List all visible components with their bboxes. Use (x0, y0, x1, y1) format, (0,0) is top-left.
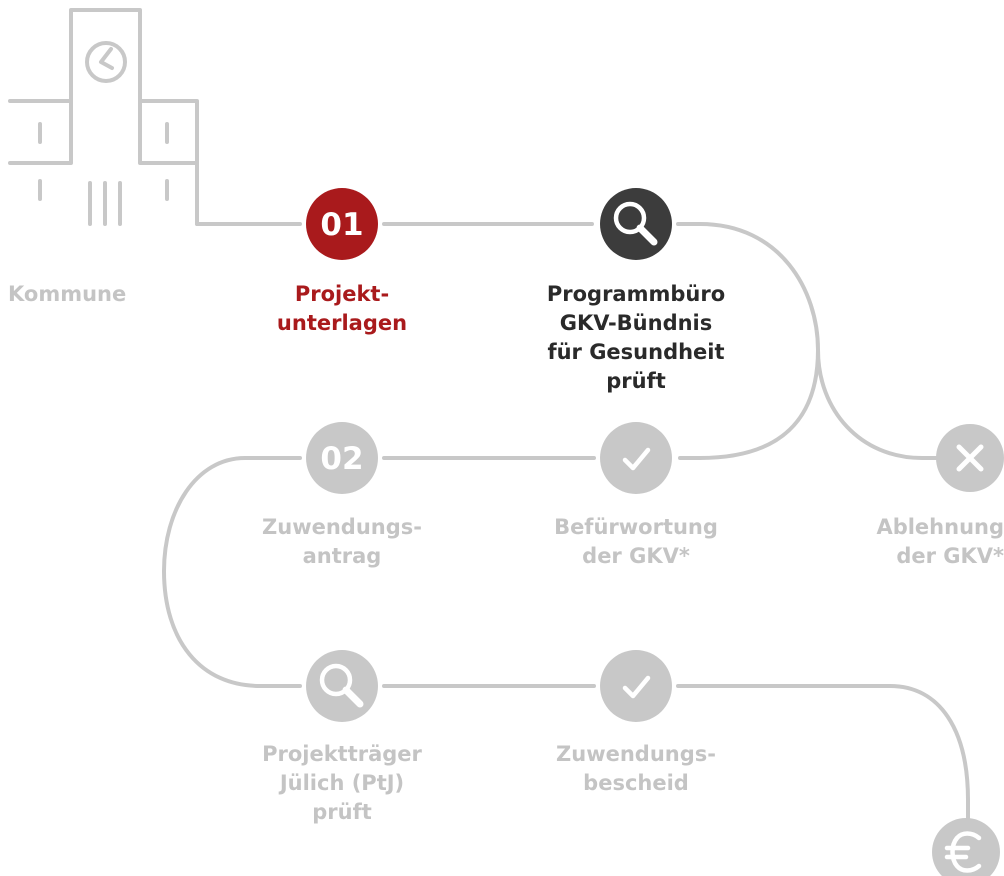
grant-node (600, 650, 672, 722)
connector-step2-ptj (162, 456, 302, 688)
review-gkv-node (600, 188, 672, 260)
magnifier-icon (319, 663, 364, 708)
review-ptj-node (306, 650, 378, 722)
connector-branch-rejection (816, 348, 938, 460)
town-hall-clock-icon (8, 8, 199, 226)
step-02-node: 02 (306, 422, 378, 494)
magnifier-icon (613, 201, 658, 246)
euro-icon (944, 831, 982, 873)
label-step-01: Projekt- unterlagen (276, 282, 408, 335)
flow-connectors (162, 222, 970, 820)
label-approval-gkv: Befürwortung der GKV* (554, 515, 718, 568)
step-02-number: 02 (320, 441, 363, 477)
connector-grant-funding (676, 684, 970, 820)
label-grant: Zuwendungs- bescheid (556, 742, 716, 795)
step-01-node: 01 (306, 188, 378, 260)
rejection-gkv-node (936, 424, 1004, 492)
label-step-02: Zuwendungs- antrag (262, 515, 422, 568)
close-icon (956, 444, 984, 472)
approval-gkv-node (600, 422, 672, 494)
label-rejection-gkv: Ablehnung der GKV* (876, 515, 1004, 568)
label-review-ptj: Projektträger Jülich (PtJ) prüft (262, 742, 422, 824)
step-01-number: 01 (320, 207, 363, 243)
check-icon (622, 447, 651, 471)
label-review-gkv: Programmbüro GKV-Bündnis für Gesundheit … (546, 282, 726, 393)
check-icon (622, 675, 651, 699)
label-kommune: Kommune (8, 282, 127, 306)
funding-node (932, 818, 1000, 876)
